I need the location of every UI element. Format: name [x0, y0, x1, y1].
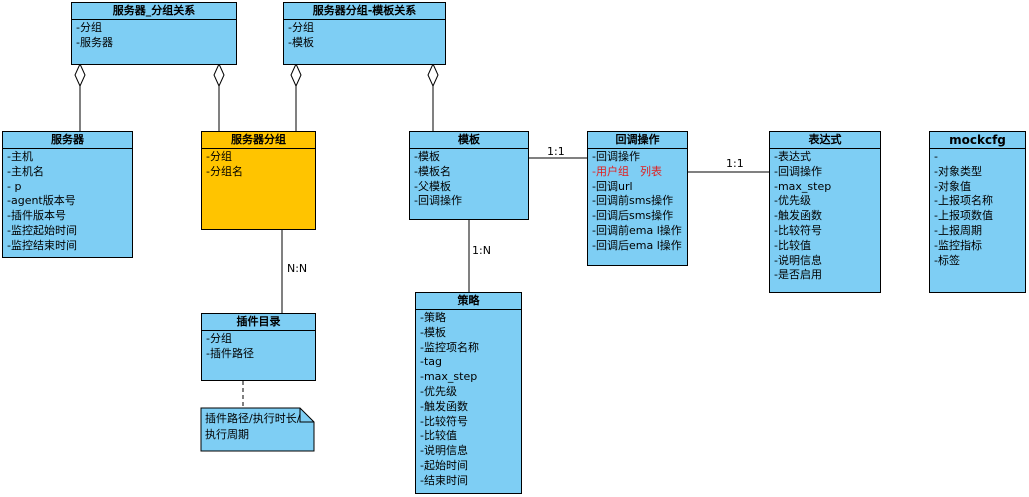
class-title: 策略 — [416, 293, 521, 310]
class-field: -优先级 — [420, 384, 457, 398]
class-fields: -模板-模板名-父模板-回调操作 — [410, 149, 528, 209]
class-fields: --对象类型-对象值-上报项名称-上报项数值-上报周期-监控指标-标签 — [930, 149, 1025, 268]
class-field: -回调前ema l操作 — [592, 223, 682, 237]
class-group-template-relation[interactable]: 服务器分组-模板关系 -分组-模板 — [283, 2, 446, 65]
class-expression[interactable]: 表达式 -表达式-回调操作-max_step-优先级-触发函数-比较符号-比较值… — [769, 131, 881, 293]
class-fields: -分组-插件路径 — [202, 331, 315, 362]
class-field: -比较值 — [420, 429, 457, 443]
class-callback[interactable]: 回调操作 -回调操作-用户组 列表-回调url-回调前sms操作-回调后sms操… — [587, 131, 688, 266]
class-field: -回调url — [592, 179, 633, 193]
class-field: -说明信息 — [774, 253, 822, 267]
class-field: -上报项名称 — [934, 194, 993, 208]
class-fields: -策略-模板-监控项名称-tag-max_step-优先级-触发函数-比较符号-… — [416, 310, 521, 489]
class-field: -监控指标 — [934, 238, 982, 252]
class-title: 表达式 — [770, 132, 880, 149]
class-field: -结束时间 — [420, 473, 468, 487]
class-fields: -回调操作-用户组 列表-回调url-回调前sms操作-回调后sms操作-回调前… — [588, 149, 687, 254]
class-field: -上报项数值 — [934, 209, 993, 223]
class-field: -是否启用 — [774, 268, 822, 282]
class-field: -说明信息 — [420, 444, 468, 458]
class-field: -用户组 列表 — [592, 164, 662, 178]
label-group-plugin: N:N — [287, 262, 308, 275]
class-field: -主机名 — [7, 164, 44, 178]
class-field: -回调操作 — [774, 164, 822, 178]
class-plugin-directory[interactable]: 插件目录 -分组-插件路径 — [201, 313, 316, 381]
class-fields: -主机-主机名- p-agent版本号-插件版本号-监控起始时间-监控结束时间 — [3, 149, 132, 254]
class-field: -对象值 — [934, 179, 971, 193]
class-field: -模板 — [414, 150, 440, 163]
label-template-strategy: 1:N — [472, 244, 491, 257]
class-field: -tag — [420, 355, 443, 369]
class-field: -表达式 — [774, 150, 811, 163]
label-template-callback: 1:1 — [547, 145, 565, 158]
class-field: -插件版本号 — [7, 209, 66, 223]
class-field: -比较符号 — [774, 223, 822, 237]
class-field: -触发函数 — [420, 399, 468, 413]
aggregation-diamond — [290, 62, 302, 88]
class-field: -分组 — [206, 150, 232, 163]
note-fold — [299, 408, 314, 423]
class-field: -模板名 — [414, 164, 451, 178]
class-field: -模板 — [288, 35, 314, 49]
aggregation-diamond — [74, 62, 86, 88]
class-field: -服务器 — [76, 35, 113, 49]
class-title: 服务器分组-模板关系 — [284, 3, 445, 20]
class-field: -max_step — [774, 179, 832, 193]
aggregation-diamond — [213, 62, 225, 88]
class-field: -max_step — [420, 370, 478, 384]
class-field: -插件路径 — [206, 346, 254, 360]
class-field: -分组 — [206, 332, 232, 345]
class-field: -父模板 — [414, 179, 451, 193]
note-text: 插件路径/执行时长/执行周期 — [205, 412, 301, 441]
class-server[interactable]: 服务器 -主机-主机名- p-agent版本号-插件版本号-监控起始时间-监控结… — [2, 131, 133, 258]
class-field: -起始时间 — [420, 458, 468, 472]
class-title: 服务器分组 — [202, 132, 315, 149]
class-field: -标签 — [934, 253, 960, 267]
label-callback-expression: 1:1 — [726, 157, 744, 170]
class-field: -监控项名称 — [420, 340, 479, 354]
class-field: -agent版本号 — [7, 194, 76, 208]
class-field: -分组名 — [206, 164, 243, 178]
class-template[interactable]: 模板 -模板-模板名-父模板-回调操作 — [409, 131, 529, 220]
class-field: -回调前sms操作 — [592, 194, 674, 208]
class-field: -分组 — [288, 21, 314, 34]
class-field: -回调后sms操作 — [592, 209, 674, 223]
class-field: -监控结束时间 — [7, 238, 77, 252]
class-title: mockcfg — [930, 132, 1025, 149]
class-server-group[interactable]: 服务器分组 -分组-分组名 — [201, 131, 316, 230]
class-field: -回调后ema l操作 — [592, 238, 682, 252]
class-field: -策略 — [420, 311, 446, 324]
class-field: -上报周期 — [934, 223, 982, 237]
class-field: - p — [7, 179, 22, 193]
aggregation-diamond — [427, 62, 439, 88]
class-title: 服务器_分组关系 — [72, 3, 236, 20]
class-title: 插件目录 — [202, 314, 315, 331]
class-field: -比较符号 — [420, 414, 468, 428]
class-field: -触发函数 — [774, 209, 822, 223]
class-mockcfg[interactable]: mockcfg --对象类型-对象值-上报项名称-上报项数值-上报周期-监控指标… — [929, 131, 1026, 293]
class-field: -回调操作 — [592, 150, 640, 163]
class-field: -主机 — [7, 150, 33, 163]
class-field: - — [934, 150, 938, 163]
class-field: -模板 — [420, 325, 446, 339]
class-title: 回调操作 — [588, 132, 687, 149]
class-fields: -表达式-回调操作-max_step-优先级-触发函数-比较符号-比较值-说明信… — [770, 149, 880, 283]
class-field: -优先级 — [774, 194, 811, 208]
class-field: -比较值 — [774, 238, 811, 252]
note-shape — [200, 407, 315, 452]
class-strategy[interactable]: 策略 -策略-模板-监控项名称-tag-max_step-优先级-触发函数-比较… — [415, 292, 522, 494]
class-field: -分组 — [76, 21, 102, 34]
class-field: -监控起始时间 — [7, 223, 77, 237]
class-server-group-relation[interactable]: 服务器_分组关系 -分组-服务器 — [71, 2, 237, 65]
class-field: -对象类型 — [934, 164, 982, 178]
class-fields: -分组-服务器 — [72, 20, 236, 51]
class-title: 服务器 — [3, 132, 132, 149]
class-fields: -分组-分组名 — [202, 149, 315, 180]
class-field: -回调操作 — [414, 194, 462, 208]
class-title: 模板 — [410, 132, 528, 149]
class-fields: -分组-模板 — [284, 20, 445, 51]
